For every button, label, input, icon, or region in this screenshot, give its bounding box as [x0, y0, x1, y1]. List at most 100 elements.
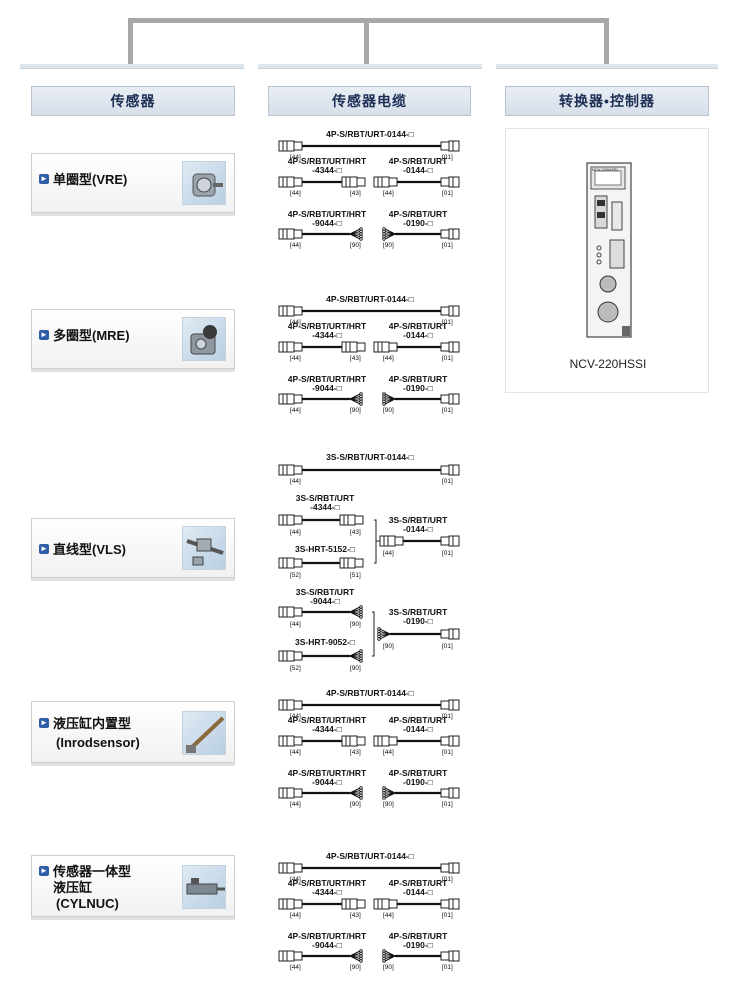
cable-label-mid-right-1: 4P-S/RBT/URT [388, 878, 448, 888]
wire-tip [359, 959, 363, 963]
pin-code: [44] [383, 355, 394, 362]
pin-code: [44] [290, 478, 301, 485]
arrow-right-icon: ► [39, 330, 49, 340]
connector-nose [293, 558, 303, 568]
arrow-right-icon: ► [39, 866, 49, 876]
sensor-label-line-3: (CYLNUC) [56, 896, 119, 911]
column-header-cable: 传感器电缆 [268, 86, 471, 116]
pin-code: [51] [350, 572, 361, 579]
sensor-card-mre[interactable]: ► 多圈型(MRE) [31, 309, 235, 369]
pin-code: [52] [290, 665, 301, 672]
connector-nose [356, 736, 366, 746]
controller-model-label: NCV-220HSSI [569, 357, 647, 371]
wire-tip [382, 959, 386, 963]
pin-code: [01] [442, 964, 453, 971]
loose-wire [349, 611, 361, 618]
connector-nose [293, 951, 303, 961]
connector-jack-body [448, 628, 460, 640]
cable-label-top: 4P-S/RBT/URT-0144-□ [326, 294, 414, 304]
pin-code: [01] [442, 190, 453, 197]
connector-nose [293, 465, 303, 475]
cable-label-bot-right-1: 4P-S/RBT/URT [388, 374, 448, 384]
connector-nose [293, 306, 303, 316]
connector-jack [440, 229, 450, 239]
connector-nose [356, 899, 366, 909]
cable-label-bot-left-1: 4P-S/RBT/URT/HRT [287, 931, 367, 941]
sensor-card-vre[interactable]: ► 单圈型(VRE) [31, 153, 235, 213]
pin-code: [01] [442, 319, 453, 326]
sensor-label: 单圈型(VRE) [53, 172, 128, 187]
cable-label-bot-right-2: -0190-□ [403, 777, 433, 787]
cable-label-mid-left-2: -4344-□ [312, 724, 342, 734]
connector-jack-body [448, 535, 460, 547]
connector-jack-body [448, 464, 460, 476]
pin-code: [01] [442, 478, 453, 485]
sensor-label: 直线型(VLS) [53, 542, 126, 557]
pin-code: [44] [383, 749, 394, 756]
connector-nose [293, 177, 303, 187]
pin-code: [52] [290, 572, 301, 579]
cable-label-top: 4P-S/RBT/URT-0144-□ [326, 688, 414, 698]
pin-code: [90] [350, 407, 361, 414]
connector-jack-body [448, 699, 460, 711]
column-header-sensor: 传感器 [31, 86, 235, 116]
cable-label-mid-right-1: 4P-S/RBT/URT [388, 321, 448, 331]
sensor-card-inrodsensor[interactable]: ► 液压缸内置型 (Inrodsensor) [31, 701, 235, 763]
connector-jack-body [448, 228, 460, 240]
connector-nose [293, 607, 303, 617]
pin-code: [01] [442, 355, 453, 362]
connector-mid-drop [364, 18, 369, 64]
pin-code: [90] [350, 621, 361, 628]
connector-nose [293, 788, 303, 798]
cable-label-bot-right-1: 4P-S/RBT/URT [388, 768, 448, 778]
wire-tip [382, 237, 386, 241]
pin-code: [44] [290, 190, 301, 197]
pin-code: [01] [442, 154, 453, 161]
sensor-label-line-2: 液压缸 [53, 880, 93, 895]
wire-tip [382, 402, 386, 406]
sensor-card-vls[interactable]: ► 直线型(VLS) [31, 518, 235, 578]
cable-label-mid-left-1: 4P-S/RBT/URT/HRT [287, 321, 367, 331]
connector-nose [356, 342, 366, 352]
pin-code: [44] [383, 550, 394, 557]
pin-code: [44] [290, 355, 301, 362]
sensor-label-line-1: 传感器一体型 [53, 864, 132, 879]
cable-label-bot-left-2: -9044-□ [312, 218, 342, 228]
connector-nose [388, 342, 398, 352]
pin-code: [01] [442, 912, 453, 919]
cable-label-bot-right-2: -0190-□ [403, 940, 433, 950]
connector-nose [388, 899, 398, 909]
connector-jack-body [448, 950, 460, 962]
connector-nose [293, 651, 303, 661]
arrow-right-icon: ► [39, 544, 49, 554]
connector-jack-body [448, 176, 460, 188]
controller-panel[interactable]: NCV-220HSSI NCV-220HSSI [505, 128, 709, 393]
connector-jack [440, 736, 450, 746]
cable-label-3p-aright-1: 3S-S/RBT/URT [388, 515, 448, 525]
cable-label-bot-left-2: -9044-□ [312, 383, 342, 393]
connector-jack-body [448, 341, 460, 353]
connector-nose [293, 899, 303, 909]
connector-jack-body [448, 393, 460, 405]
sensor-label-line-2: (Inrodsensor) [56, 735, 140, 750]
cable-label-3p-a1-2: -4344-□ [310, 502, 340, 512]
controller-device-image [586, 162, 632, 338]
pin-code: [01] [442, 749, 453, 756]
pin-code: [44] [290, 242, 301, 249]
connector-jack [440, 465, 450, 475]
connector-jack-body [448, 898, 460, 910]
pin-code: [44] [383, 190, 394, 197]
pin-code: [90] [383, 242, 394, 249]
controller-device-tag: NCV-220HSSI [592, 167, 618, 172]
pin-code: [44] [290, 749, 301, 756]
cable-label-3p-a1-1: 3S-S/RBT/URT [295, 493, 355, 503]
wire-tip [359, 402, 363, 406]
pin-code: [01] [442, 407, 453, 414]
pin-code: [43] [350, 529, 361, 536]
pin-code: [44] [290, 154, 301, 161]
connector-nose [293, 229, 303, 239]
cable-label-mid-left-1: 4P-S/RBT/URT/HRT [287, 156, 367, 166]
connector-nose [388, 177, 398, 187]
sensor-card-cylnuc[interactable]: ► 传感器一体型 液压缸 (CYLNUC) [31, 855, 235, 917]
connector-jack-body [448, 787, 460, 799]
